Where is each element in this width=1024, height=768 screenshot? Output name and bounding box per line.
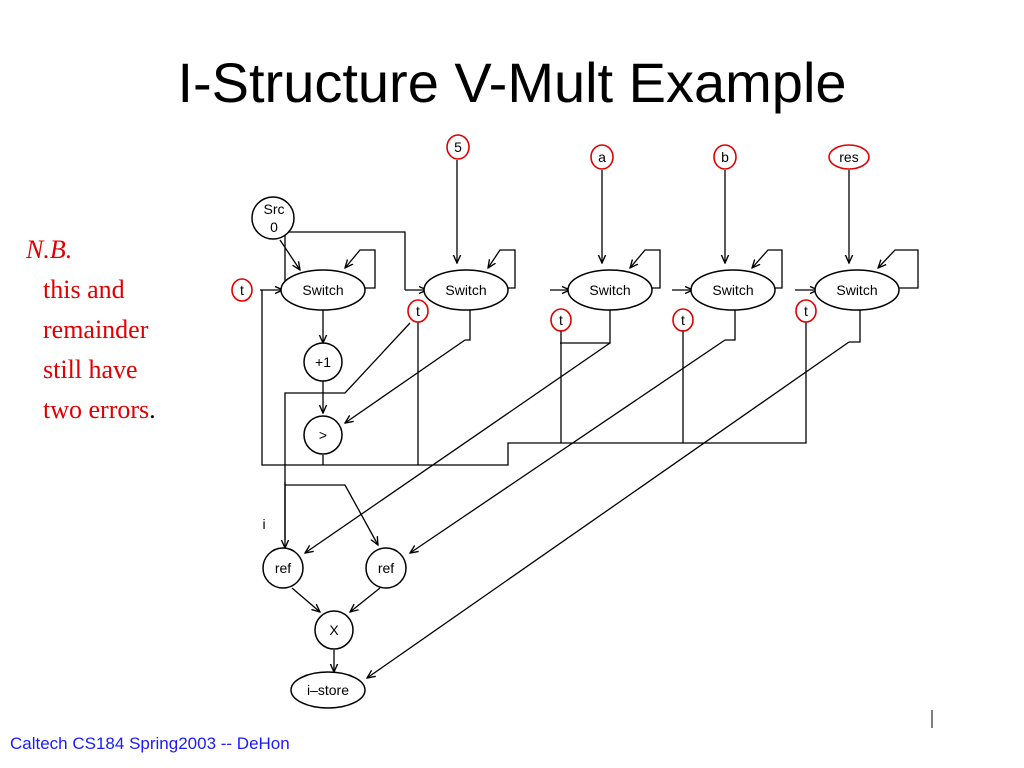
res-highlight (828, 144, 870, 170)
b-highlight (713, 144, 737, 170)
t-label-5: t (804, 303, 808, 319)
footer-text: Caltech CS184 Spring2003 -- DeHon (10, 734, 290, 753)
switch-label-3: Switch (589, 282, 630, 298)
i-label: i (262, 516, 265, 532)
t-highlight-3 (550, 308, 572, 332)
istore-node (290, 671, 366, 709)
gt-node (303, 415, 343, 455)
switch-node-1 (280, 269, 366, 311)
switch-node-4 (690, 269, 776, 311)
src-label-2: 0 (270, 219, 278, 235)
loop-switch2 (488, 249, 516, 289)
nb-line-1: this and (43, 275, 125, 304)
src-label-1: Src (264, 201, 285, 217)
five-highlight (446, 134, 470, 160)
incr-label: +1 (315, 354, 331, 370)
nb-line-3: still have (43, 355, 138, 384)
a-highlight (590, 144, 614, 170)
ref-label-right: ref (378, 560, 394, 576)
t-label-4: t (681, 312, 685, 328)
loop-switch3 (630, 249, 661, 289)
multiply-node (314, 610, 354, 650)
edge-switch5-istore (367, 341, 850, 678)
input-res: res (839, 149, 858, 165)
nb-note: N.B. this and remainder still have two e… (26, 230, 156, 430)
nb-heading: N.B. (26, 235, 73, 264)
loop-switch5 (878, 249, 919, 289)
input-five: 5 (454, 139, 462, 155)
nb-line-4-text: two errors (43, 395, 150, 424)
incr-node (303, 342, 343, 382)
switch-node-5 (814, 269, 900, 311)
loop-switch4 (752, 249, 783, 289)
edge-i-refR (285, 484, 378, 545)
src-node (251, 196, 295, 240)
slide-title: I-Structure V-Mult Example (177, 51, 847, 114)
ref-label-left: ref (275, 560, 291, 576)
input-b: b (721, 149, 729, 165)
edge-switch2-gt (345, 339, 466, 423)
t-highlight-2 (407, 299, 429, 323)
switch-label-4: Switch (712, 282, 753, 298)
edge-refL-x (291, 587, 320, 612)
multiply-label: X (329, 622, 339, 638)
edge-src-switch1 (279, 239, 300, 270)
t-highlight-1 (231, 278, 253, 302)
nb-period: . (149, 395, 156, 424)
nb-line-4: two errors. (26, 390, 156, 430)
switch-label-2: Switch (445, 282, 486, 298)
input-a: a (598, 149, 606, 165)
istore-label: i–store (307, 682, 349, 698)
edge-switch3-refL (305, 342, 611, 553)
switch-label-1: Switch (302, 282, 343, 298)
t-label-2: t (416, 303, 420, 319)
switch-node-3 (567, 269, 653, 311)
loop-switch1 (345, 249, 376, 289)
loop-gt-bottom (261, 290, 807, 466)
t-label-1: t (240, 282, 244, 298)
t-label-3: t (559, 312, 563, 328)
t-highlight-4 (672, 308, 694, 332)
ref-node-left (262, 547, 304, 589)
gt-label: > (319, 427, 327, 443)
edge-refR-x (350, 587, 381, 612)
nb-line-2: remainder (43, 315, 149, 344)
switch-node-2 (423, 269, 509, 311)
ref-node-right (365, 547, 407, 589)
loop-incr-t (284, 322, 411, 540)
switch-label-5: Switch (836, 282, 877, 298)
edge-switch4-refR (410, 339, 726, 553)
t-highlight-5 (795, 299, 817, 323)
